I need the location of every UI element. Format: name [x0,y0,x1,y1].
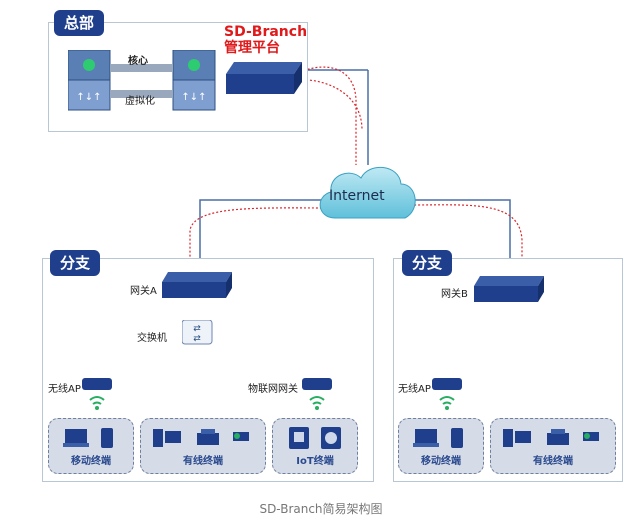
group-wired-terminals-b: 有线终端 [490,418,616,474]
group-label: 移动终端 [71,456,111,467]
branch-b-tag: 分支 [402,250,453,276]
group-mobile-terminals-b: 移动终端 [398,418,484,474]
group-iot-terminals-a: IoT终端 [272,418,358,474]
figure-caption: SD-Branch简易架构图 [259,502,383,516]
svg-text:↑↓↑: ↑↓↑ [76,92,101,103]
iot-gateway-icon [302,378,332,410]
group-wired-terminals-a: 有线终端 [140,418,266,474]
wireless-ap-label: 无线AP [48,384,81,395]
gateway-a-label: 网关A [130,286,157,297]
switch-icon: ⇄ ⇄ [182,320,213,345]
laptop-icon [413,428,463,448]
wireless-ap-icon [432,378,462,410]
gateway-a-icon [162,272,232,298]
internet-cloud-icon [319,166,416,219]
svg-text:↑↓↑: ↑↓↑ [181,92,206,103]
desktop-printer-camera-icon [153,429,249,447]
wireless-ap-icon [82,378,112,410]
group-label: IoT终端 [296,456,334,467]
group-label: 有线终端 [183,456,223,467]
wireless-ap-label: 无线AP [398,384,431,395]
gateway-b-label: 网关B [441,289,468,300]
iot-gateway-label: 物联网网关 [248,384,298,395]
group-label: 有线终端 [533,456,573,467]
group-mobile-terminals-a: 移动终端 [48,418,134,474]
platform-title-line1: SD-Branch [224,24,308,40]
platform-title: SD-Branch 管理平台 [224,24,307,56]
svg-text:⇄: ⇄ [193,324,201,334]
group-label: 移动终端 [421,456,461,467]
svg-text:⇄: ⇄ [193,334,201,344]
internet-label: Internet [329,188,385,204]
switch-label: 交换机 [137,333,167,344]
branch-a-tag: 分支 [50,250,101,276]
gateway-b-icon [474,276,544,302]
iot-devices-icon [289,427,341,449]
desktop-printer-camera-icon [503,429,599,447]
management-server-icon [226,62,302,94]
core-label: 核心 [128,56,148,67]
core-switch-icon: ↑↓↑ ↑↓↑ [68,50,216,111]
hq-tag: 总部 [54,10,105,36]
virtualization-label: 虚拟化 [125,96,155,107]
laptop-icon [63,428,113,448]
platform-title-line2: 管理平台 [224,40,280,56]
